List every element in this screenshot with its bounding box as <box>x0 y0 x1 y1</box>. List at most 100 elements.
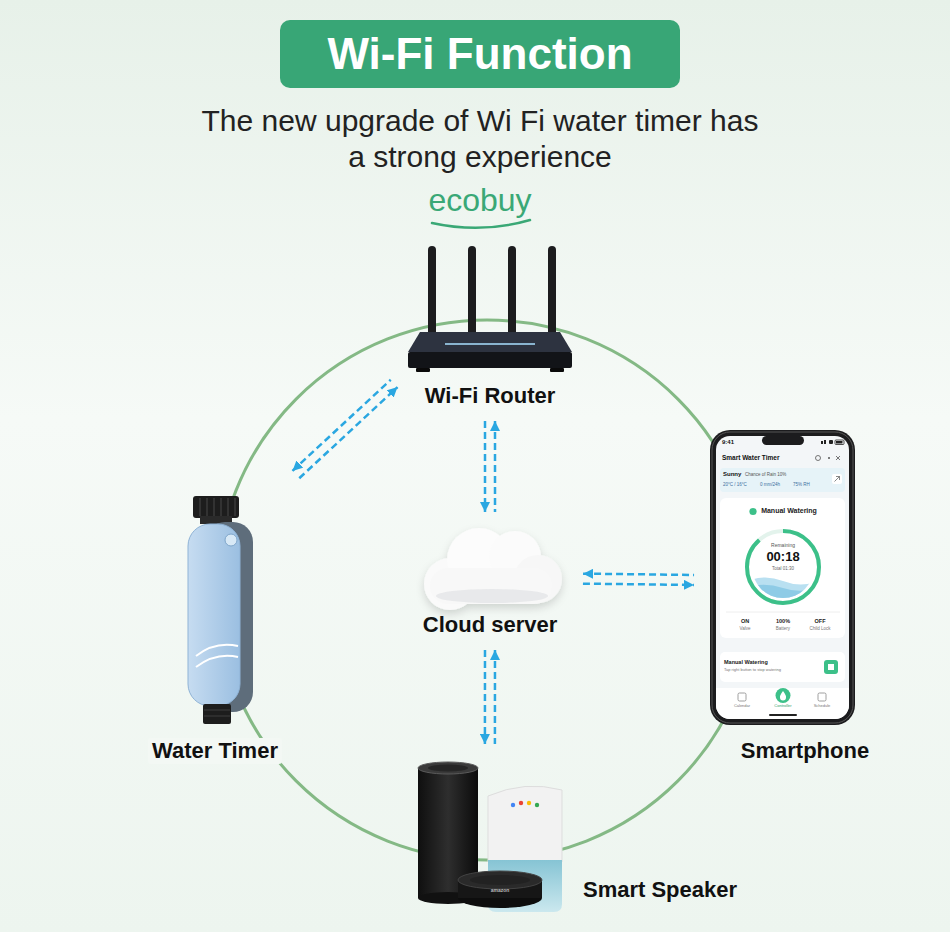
title-banner: Wi-Fi Function <box>280 20 680 88</box>
smartphone-illustration <box>762 436 804 445</box>
connector-line <box>299 387 397 478</box>
smart-speaker-node: Smart Speaker <box>410 752 750 920</box>
smartphone-illustration <box>836 456 840 460</box>
screen-text: 75% RH <box>793 482 817 487</box>
smart-speaker-illustration <box>458 871 542 889</box>
connector-line <box>484 650 487 744</box>
screen-text: 20°C / 16°C <box>723 482 753 487</box>
node-label: Cloud server <box>419 612 562 638</box>
connector-line <box>583 574 694 575</box>
screen-text: 00:18 <box>761 549 805 565</box>
router-illustration <box>445 343 535 345</box>
screen-text: Valve <box>733 626 757 631</box>
smartphone-illustration <box>828 664 834 670</box>
water-timer-illustration <box>220 498 222 516</box>
subtitle: The new upgrade of Wi Fi water timer has… <box>195 103 765 175</box>
water-timer-illustration <box>203 704 231 724</box>
router-illustration <box>408 352 572 368</box>
smartphone-illustration <box>710 430 855 725</box>
smartphone-illustration <box>776 688 791 703</box>
ring-outline <box>217 320 757 860</box>
water-timer-illustration <box>213 498 215 516</box>
smartphone-illustration <box>749 508 756 515</box>
smart-speaker-illustration <box>418 762 562 912</box>
screen-text: Manual Watering <box>754 507 824 515</box>
screen-text: Schedule <box>809 704 835 709</box>
dashed-connector <box>485 650 495 744</box>
cloud-illustration <box>424 528 562 610</box>
logo-swoosh <box>432 220 530 228</box>
water-timer-illustration <box>199 498 201 516</box>
screen-text: Sunny <box>723 471 747 478</box>
smart-speaker-illustration <box>488 786 562 862</box>
router-illustration <box>548 246 556 338</box>
smartphone-illustration <box>818 693 826 701</box>
screen-text: Tap right button to stop watering <box>724 668 814 673</box>
node-label: Smart Speaker <box>579 877 741 903</box>
smart-speaker-illustration <box>519 801 523 805</box>
water-timer-illustration <box>193 496 239 518</box>
dashed-connector <box>485 421 495 512</box>
screen-text: Child Lock <box>805 626 835 631</box>
smartphone-illustration <box>748 585 818 602</box>
router-illustration <box>416 368 430 372</box>
water-timer-illustration <box>206 498 208 516</box>
smartphone-illustration <box>816 456 821 461</box>
smart-speaker-illustration <box>535 803 539 807</box>
smartphone-illustration <box>748 578 818 603</box>
water-timer-illustration <box>188 524 240 706</box>
smartphone-illustration <box>716 436 849 719</box>
smartphone-illustration <box>824 440 826 444</box>
water-timer-node: Water Timer <box>140 480 290 768</box>
router-illustration <box>440 342 540 346</box>
screen-text: 9:41 <box>722 439 742 446</box>
router-illustration <box>408 332 572 352</box>
cloud-illustration <box>430 568 552 604</box>
screen-text: Manual Watering <box>724 659 794 666</box>
node-label: Water Timer <box>148 738 282 764</box>
router-illustration <box>508 246 516 338</box>
smartphone-illustration <box>824 660 838 674</box>
screen-text: Controller <box>769 704 797 709</box>
node-label: Wi-Fi Router <box>421 383 560 409</box>
smart-speaker-illustration <box>428 765 468 772</box>
smartphone-illustration <box>720 468 845 492</box>
smartphone-illustration <box>832 474 842 484</box>
screen-text: ON <box>735 618 755 625</box>
water-timer-illustration <box>204 709 230 710</box>
water-timer-illustration <box>234 498 236 516</box>
water-timer-illustration <box>225 534 237 546</box>
node-label: Smartphone <box>737 738 873 764</box>
smartphone-illustration <box>720 652 845 682</box>
dashed-connector <box>583 574 694 585</box>
smartphone-illustration <box>835 440 844 445</box>
router-illustration <box>428 246 436 338</box>
water-timer-illustration <box>227 498 229 516</box>
smartphone-illustration <box>726 612 840 613</box>
connectors <box>292 380 694 744</box>
connector-line <box>292 380 390 471</box>
water-timer-illustration <box>188 496 253 724</box>
smartphone-illustration <box>716 688 849 702</box>
brand-mark: amazon <box>485 887 515 893</box>
smartphone-illustration <box>712 432 853 723</box>
water-timer-illustration <box>196 645 238 656</box>
smartphone-illustration <box>720 498 845 638</box>
screen-text: 0 mm/24h <box>760 482 788 487</box>
cloud-node: Cloud server <box>405 520 575 642</box>
smartphone-node: Smartphone <box>702 425 902 768</box>
smartphone-illustration <box>716 688 849 719</box>
smartphone-illustration <box>780 691 786 701</box>
screen-text: 100% <box>771 618 795 625</box>
smartphone-illustration <box>829 440 833 444</box>
smart-speaker-illustration <box>511 803 515 807</box>
connector-line <box>484 421 487 512</box>
smartphone-illustration <box>821 441 823 444</box>
screen-text: Remaining <box>763 542 803 548</box>
smart-speaker-illustration <box>418 762 478 774</box>
smartphone-illustration <box>769 714 797 716</box>
screen-text: Smart Water Timer <box>722 454 802 462</box>
smartphone-illustration <box>828 457 830 459</box>
